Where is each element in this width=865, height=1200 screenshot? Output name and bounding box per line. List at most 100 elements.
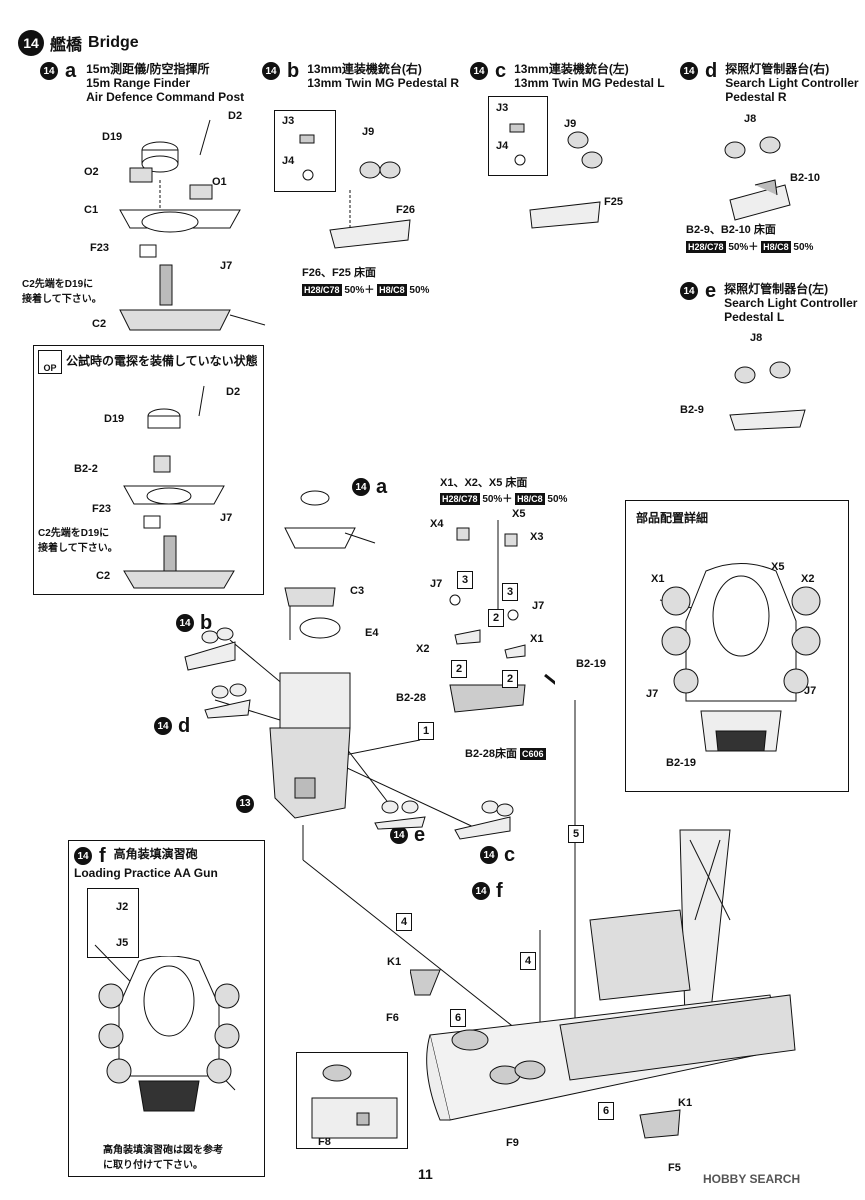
bridge-tower-illustration	[269, 490, 376, 819]
sub-b-letter: b	[287, 60, 300, 82]
part-o2: O2	[84, 166, 99, 178]
detail-title: 部品配置詳細	[636, 511, 709, 525]
hull-part-f9: F9	[506, 1137, 519, 1149]
sub-b-paint-end: 50%	[409, 285, 430, 296]
sub-c-badge: 14	[470, 62, 488, 80]
part-c2: C2	[92, 318, 107, 330]
hull-ref-f: 14 f	[472, 880, 503, 902]
center-part-x4: X4	[430, 518, 444, 530]
b2-28-paint: B2-28床面 C606	[465, 745, 546, 761]
sub-e-title-jp: 探照灯管制器台(左)	[724, 282, 829, 296]
ref-d-part	[204, 683, 251, 719]
ref-13-badge: 13	[236, 794, 254, 813]
part-d2: D2	[228, 110, 243, 122]
sub-f-note-line2: に取り付けて下さい。	[103, 1160, 203, 1171]
step-number-badge: 14	[18, 30, 44, 56]
sub-a-header: 14 a 15m測距儀/防空指揮所 15m Range Finder Air D…	[40, 61, 244, 104]
mg-pedestal-r-illustration	[299, 134, 411, 249]
sub-f-illustration	[98, 956, 240, 1112]
ref-b-letter: b	[200, 612, 213, 634]
sub-f-inset: J2 J5	[87, 888, 139, 958]
sub-c-inset	[488, 96, 548, 176]
sub-c-title-en: 13mm Twin MG Pedestal L	[514, 76, 665, 90]
part-e-b2-9: B2-9	[680, 404, 704, 416]
sub-b-header: 14 b 13mm連装機銃台(右) 13mm Twin MG Pedestal …	[262, 60, 460, 90]
seq-2c: 2	[502, 670, 518, 688]
sub-d-paint-spec: H28/C78 50%＋ H8/C8 50%	[686, 238, 813, 253]
sub-b-paint-label: F26、F25 床面	[302, 267, 376, 279]
ref-e-part	[374, 800, 426, 830]
sub-d-title-en1: Search Light Controller	[725, 76, 859, 90]
sub-d-paint-mid: 50%＋	[728, 242, 759, 253]
detail-part-x1: X1	[651, 573, 665, 585]
page-number: 11	[418, 1166, 433, 1182]
option-title: 公試時の電探を装備していない状態	[66, 354, 258, 368]
center-part-x1: X1	[530, 633, 544, 645]
searchlight-pedestal-l-illustration	[729, 361, 806, 431]
detail-part-j7-left: J7	[646, 688, 659, 700]
seq-3b: 3	[502, 583, 518, 601]
x-parts-illustration	[449, 527, 555, 713]
sub-d-title-en2: Pedestal R	[725, 90, 787, 104]
sub-d-letter: d	[705, 60, 718, 82]
part-c-j3: J3	[496, 102, 509, 114]
sub-f-note: 高角装填演習砲は図を参考 に取り付けて下さい。	[103, 1141, 223, 1171]
center-part-e4: E4	[365, 627, 379, 639]
seq-2b: 2	[451, 660, 467, 678]
sub-e-badge: 14	[680, 282, 698, 300]
sub-f-letter: f	[99, 845, 106, 867]
detail-part-b2-19: B2-19	[666, 757, 696, 769]
hull-inset	[296, 1052, 408, 1149]
detail-part-x2: X2	[801, 573, 815, 585]
part-e-j8: J8	[750, 332, 763, 344]
part-f23: F23	[90, 242, 109, 254]
option-part-b2-2: B2-2	[74, 463, 98, 475]
hull-inset-illustration	[311, 1064, 398, 1139]
center-part-x2: X2	[416, 643, 430, 655]
hull-ref-f-letter: f	[496, 880, 503, 902]
detail-box: 部品配置詳細 X1 X5 X2 J7 J7 B2-19	[625, 500, 849, 792]
seq-2a: 2	[488, 609, 504, 627]
option-part-d19: D19	[104, 413, 125, 425]
hull-part-k1-top: K1	[387, 956, 402, 968]
center-part-j7-left: J7	[430, 578, 443, 590]
center-paint-a: H28/C78	[440, 493, 480, 505]
center-part-j7-right: J7	[532, 600, 545, 612]
option-note-line2: 接着して下さい。	[38, 543, 118, 554]
step-title-en: Bridge	[88, 34, 139, 51]
mg-pedestal-l-illustration	[509, 123, 603, 229]
seq-6b: 6	[598, 1102, 614, 1120]
hull-part-f8: F8	[318, 1136, 331, 1148]
option-tag: OP	[43, 363, 57, 373]
sub-f-part-j2: J2	[116, 901, 129, 913]
option-note-line1: C2先端をD19に	[38, 528, 110, 539]
option-part-f23: F23	[92, 503, 111, 515]
ref-e: 14 e	[390, 825, 425, 845]
center-paint-b: H8/C8	[515, 493, 545, 505]
ref-d-letter: d	[178, 715, 191, 737]
sub-f-note-line1: 高角装填演習砲は図を参考	[103, 1145, 223, 1156]
seq-4b: 4	[520, 952, 536, 970]
sub-d-header: 14 d 探照灯管制器台(右) Search Light Controller …	[680, 60, 859, 104]
sub-d-badge: 14	[680, 62, 698, 80]
hull-part-f6: F6	[386, 1012, 399, 1024]
sub-b-title-en: 13mm Twin MG Pedestal R	[307, 76, 460, 90]
option-tag-icon: OP	[38, 350, 62, 374]
option-part-d2: D2	[226, 386, 241, 398]
center-part-b2-28: B2-28	[396, 692, 426, 704]
sub-b-title-jp: 13mm連装機銃台(右)	[307, 62, 422, 76]
sub-e-title-en2: Pedestal L	[724, 310, 785, 324]
ref-c: 14 c	[480, 845, 515, 865]
watermark: HOBBY SEARCH	[703, 1172, 801, 1186]
part-c-j9: J9	[564, 118, 577, 130]
part-b-j9: J9	[362, 126, 375, 138]
option-note: C2先端をD19に 接着して下さい。	[38, 524, 118, 554]
ref-c-badge: 14	[480, 846, 498, 864]
sub-e-title-en1: Search Light Controller	[724, 296, 858, 310]
sub-b-badge: 14	[262, 62, 280, 80]
part-b-j3: J3	[282, 115, 295, 127]
part-d-j8: J8	[744, 113, 757, 125]
sub-f-title-jp: 高角装填演習砲	[113, 847, 198, 861]
sub-f-title-en: Loading Practice AA Gun	[74, 866, 218, 880]
part-d19: D19	[102, 131, 123, 143]
